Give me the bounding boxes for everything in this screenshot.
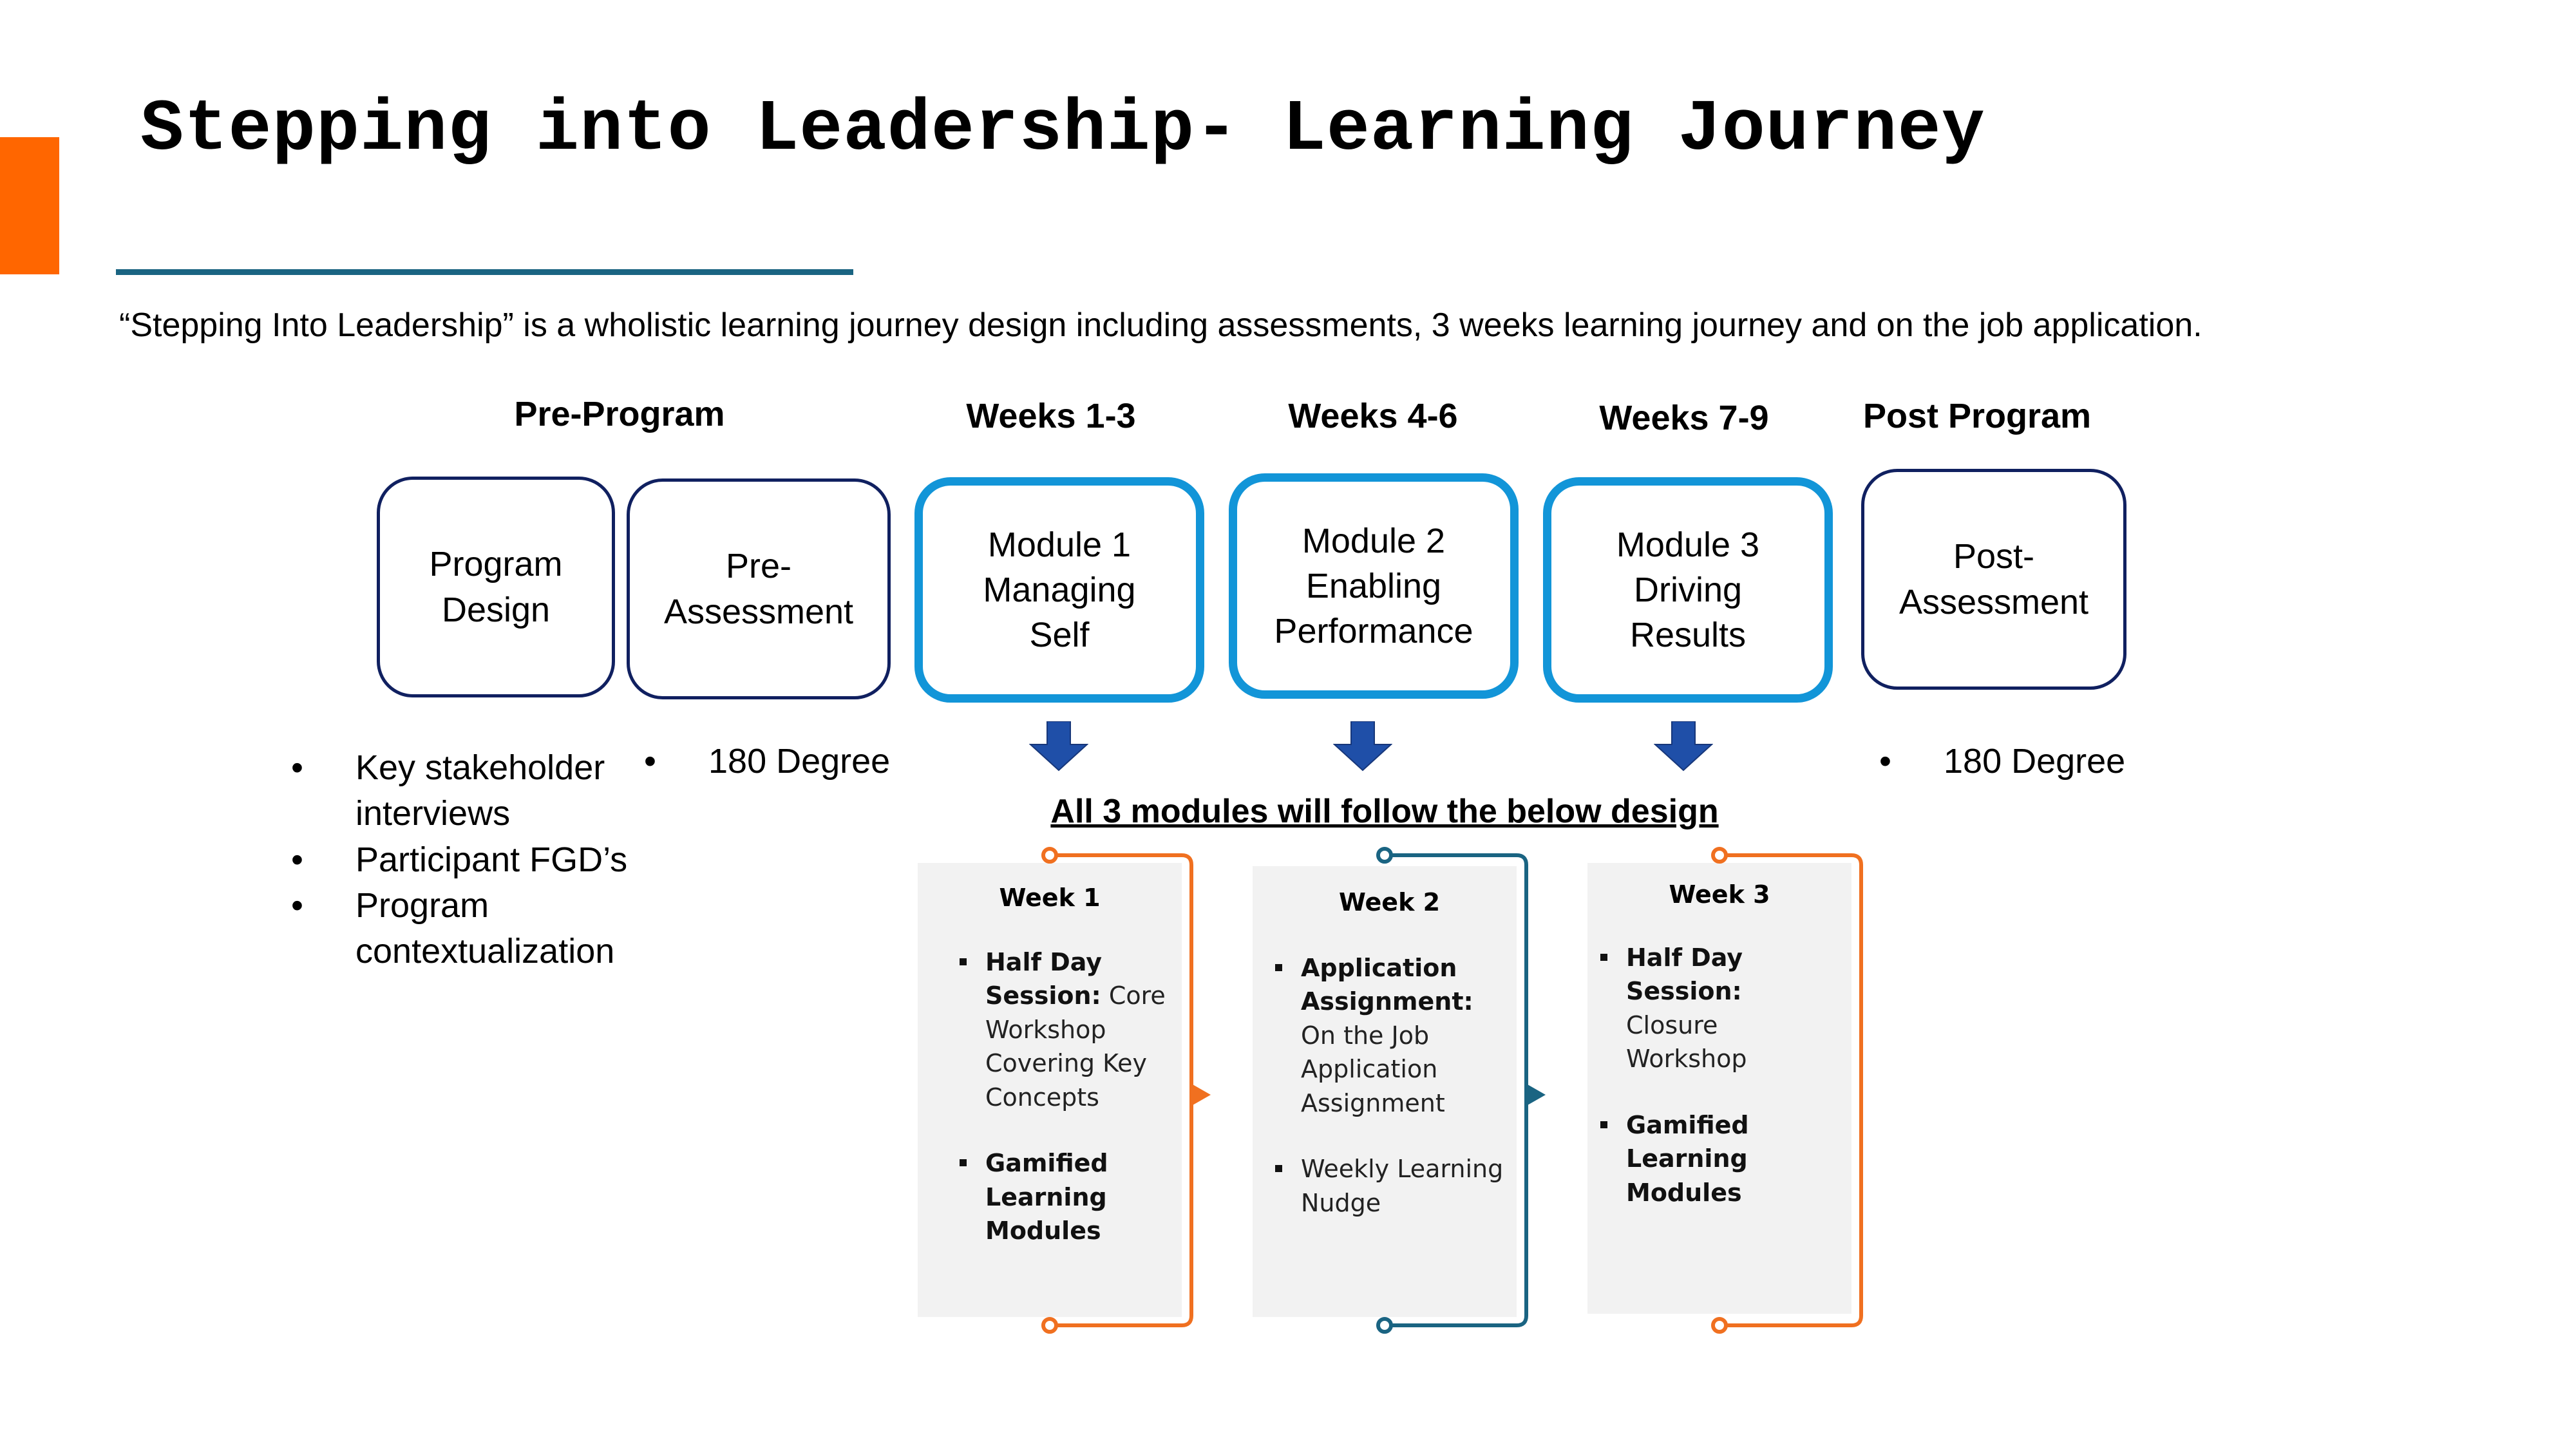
- note-stakeholder-interviews: Key stakeholder interviews: [291, 745, 652, 837]
- phase-pre-program: Pre-Program: [514, 395, 725, 433]
- post-assessment-notes: 180 Degree: [1879, 739, 2150, 785]
- design-caption: All 3 modules will follow the below desi…: [1050, 793, 1719, 830]
- down-arrow-icon: [1029, 721, 1088, 772]
- phase-post-program: Post Program: [1862, 397, 2092, 435]
- week-2-pointer: [1528, 1084, 1546, 1105]
- week-title: Week 2: [1338, 888, 1441, 916]
- box-module-2: Module 2 Enabling Performance: [1229, 473, 1519, 699]
- note-participant-fgd: Participant FGD’s: [291, 837, 652, 884]
- phase-weeks-1-3: Weeks 1-3: [966, 397, 1136, 435]
- note-pre-180-degree: 180 Degree: [644, 739, 914, 785]
- pre-program-notes: Key stakeholder interviews Participant F…: [291, 745, 652, 974]
- accent-bar: [0, 137, 59, 274]
- week-2-item-2: Weekly Learning Nudge: [1275, 1152, 1504, 1220]
- week-2-item-1: Application Assignment: On the Job Appli…: [1275, 951, 1504, 1120]
- box-pre-assessment: Pre- Assessment: [627, 478, 891, 699]
- week-3-item-1: Half Day Session: Closure Workshop: [1600, 941, 1839, 1076]
- note-program-contextualization: Program contextualization: [291, 883, 652, 975]
- week-1-item-2: Gamified Learning Modules: [960, 1146, 1169, 1247]
- week-3-item-2: Gamified Learning Modules: [1600, 1108, 1839, 1209]
- week-title: Week 3: [1669, 880, 1770, 909]
- week-1-pointer: [1193, 1084, 1211, 1105]
- down-arrow-icon: [1333, 721, 1392, 772]
- week-2-items: Application Assignment: On the Job Appli…: [1275, 951, 1504, 1220]
- slide-title: Stepping into Leadership- Learning Journ…: [140, 89, 1985, 171]
- phase-weeks-7-9: Weeks 7-9: [1599, 399, 1769, 437]
- week-card-1: Week 1 Half Day Session: Core Workshop C…: [918, 863, 1182, 1317]
- note-post-180-degree: 180 Degree: [1879, 739, 2150, 785]
- week-1-item-1: Half Day Session: Core Workshop Covering…: [960, 945, 1169, 1114]
- box-module-1: Module 1 Managing Self: [914, 477, 1204, 703]
- box-post-assessment: Post- Assessment: [1861, 469, 2126, 690]
- box-module-3: Module 3 Driving Results: [1543, 477, 1833, 703]
- week-title: Week 1: [999, 884, 1101, 912]
- week-card-2: Week 2 Application Assignment: On the Jo…: [1253, 866, 1517, 1317]
- week-card-3: Week 3 Half Day Session: Closure Worksho…: [1587, 863, 1852, 1314]
- intro-text: “Stepping Into Leadership” is a wholisti…: [119, 307, 2202, 344]
- pre-assessment-notes: 180 Degree: [644, 739, 914, 785]
- title-underline: [116, 269, 853, 275]
- week-3-items: Half Day Session: Closure Workshop Gamif…: [1600, 941, 1839, 1209]
- phase-weeks-4-6: Weeks 4-6: [1288, 397, 1458, 435]
- week-1-items: Half Day Session: Core Workshop Covering…: [960, 945, 1169, 1248]
- down-arrow-icon: [1654, 721, 1713, 772]
- box-program-design: Program Design: [377, 477, 615, 697]
